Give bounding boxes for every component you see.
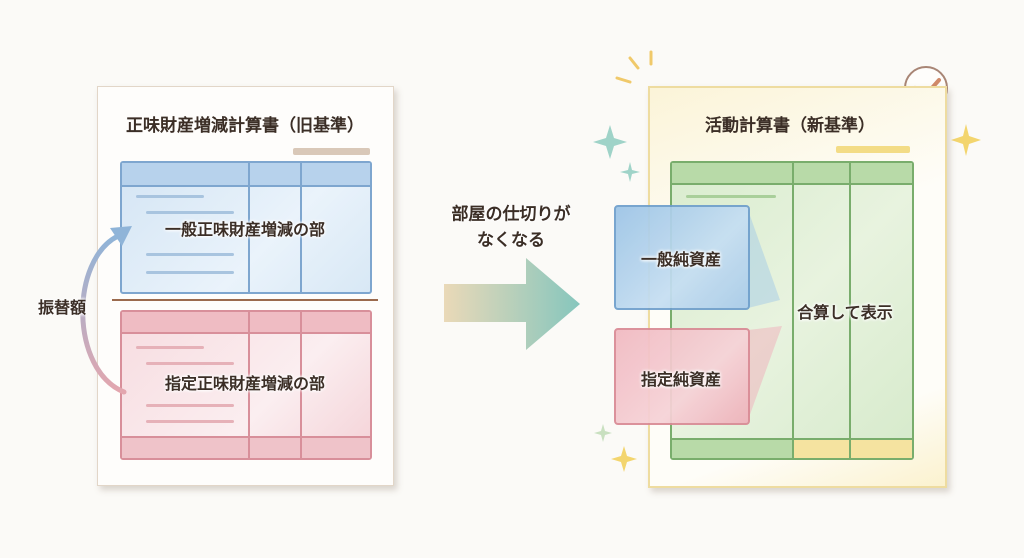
general-net-assets-box: [614, 205, 750, 310]
general-section-label: 一般正味財産増減の部: [164, 220, 326, 239]
header-bar: [836, 146, 910, 153]
sparkle-rays-icon: [615, 50, 653, 84]
designated-net-assets-box: [614, 328, 750, 425]
general-net-assets-label: 一般純資産: [640, 250, 722, 269]
old-document-title: 正味財産増減計算書（旧基準）: [126, 116, 364, 136]
designated-section-label: 指定正味財産増減の部: [164, 374, 326, 393]
middle-text-line2: なくなる: [477, 230, 545, 251]
new-document-title: 活動計算書（新基準）: [705, 116, 875, 136]
combined-display-label: 合算して表示: [797, 303, 893, 322]
big-right-arrow-icon: [444, 258, 580, 350]
transfer-label: 振替額: [37, 298, 87, 317]
header-bar: [293, 148, 370, 155]
designated-net-assets-label: 指定純資産: [640, 370, 722, 389]
designated-section-table: [120, 310, 372, 460]
sparkle-icons: [593, 124, 981, 472]
middle-text-line1: 部屋の仕切りが: [451, 204, 571, 225]
general-section-table: [120, 161, 372, 294]
section-divider: [112, 299, 378, 301]
